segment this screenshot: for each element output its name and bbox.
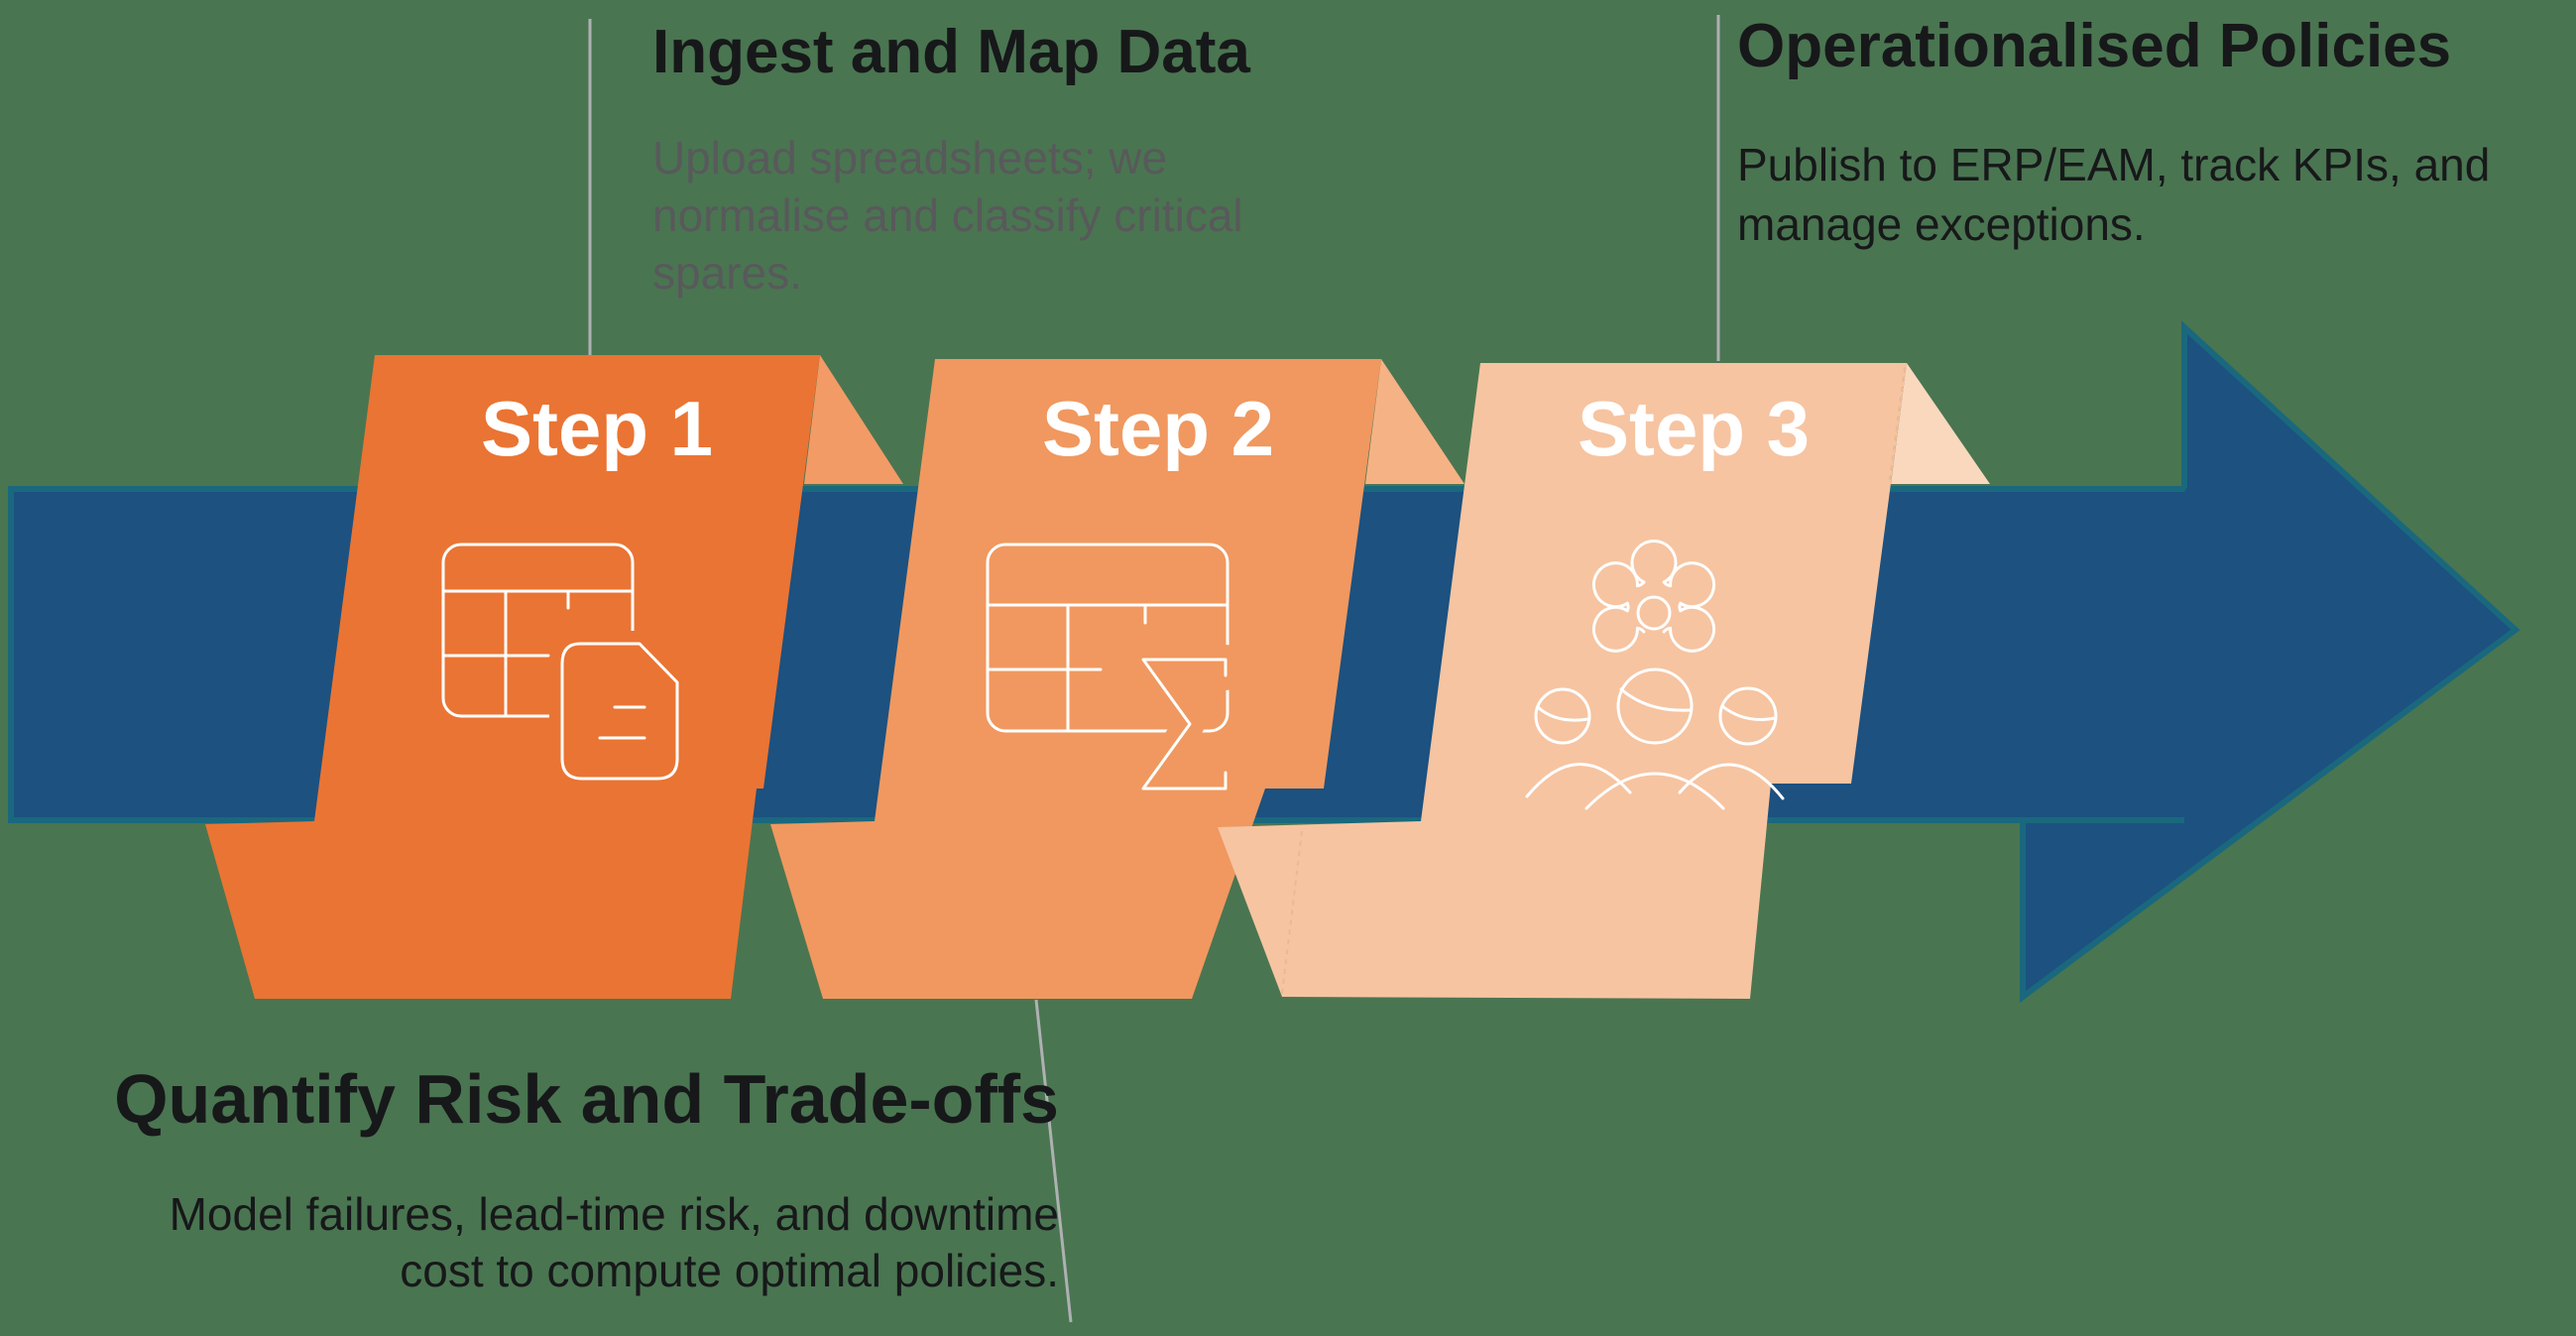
callout-ingest: Ingest and Map Data Upload spreadsheets;… — [652, 20, 1250, 302]
step1-label: Step 1 — [480, 385, 714, 472]
gear-team-icon — [1525, 539, 1785, 810]
text-line: Model failures, lead-time risk, and down… — [169, 1188, 1059, 1240]
text-line: Upload spreadsheets; we — [652, 132, 1168, 183]
callout-quantify: Quantify Risk and Trade-offs Model failu… — [0, 1063, 1059, 1299]
callout-ingest-description: Upload spreadsheets; we normalise and cl… — [652, 129, 1250, 302]
step1-panel — [205, 355, 820, 999]
text-line: spares. — [652, 247, 802, 299]
step3-tail-seam — [1281, 830, 1303, 995]
step2-ribbon-fold — [1365, 359, 1464, 484]
step2-label: Step 2 — [1041, 385, 1275, 472]
spreadsheet-sigma-icon — [986, 543, 1240, 803]
spreadsheet-document-icon — [441, 543, 690, 791]
callout-quantify-title: Quantify Risk and Trade-offs — [114, 1060, 1059, 1138]
callout-operationalise-description: Publish to ERP/EAM, track KPIs, and mana… — [1737, 135, 2490, 254]
arrow-head — [2020, 320, 2520, 1003]
step3-panel — [1218, 363, 1907, 999]
callout-quantify-description: Model failures, lead-time risk, and down… — [0, 1186, 1059, 1299]
callout-operationalise: Operationalised Policies Publish to ERP/… — [1737, 14, 2490, 254]
text-line: normalise and classify critical — [652, 189, 1243, 241]
connector-line-quantify — [1034, 999, 1073, 1323]
callout-ingest-title: Ingest and Map Data — [652, 18, 1250, 86]
step3-label: Step 3 — [1577, 385, 1811, 472]
text-line: cost to compute optimal policies. — [400, 1245, 1059, 1296]
step3-ribbon-fold — [1891, 363, 1990, 484]
step1-ribbon-fold — [804, 355, 903, 484]
callout-operationalise-title: Operationalised Policies — [1737, 12, 2452, 80]
text-line: manage exceptions. — [1737, 198, 2146, 250]
text-line: Publish to ERP/EAM, track KPIs, and — [1737, 139, 2491, 190]
